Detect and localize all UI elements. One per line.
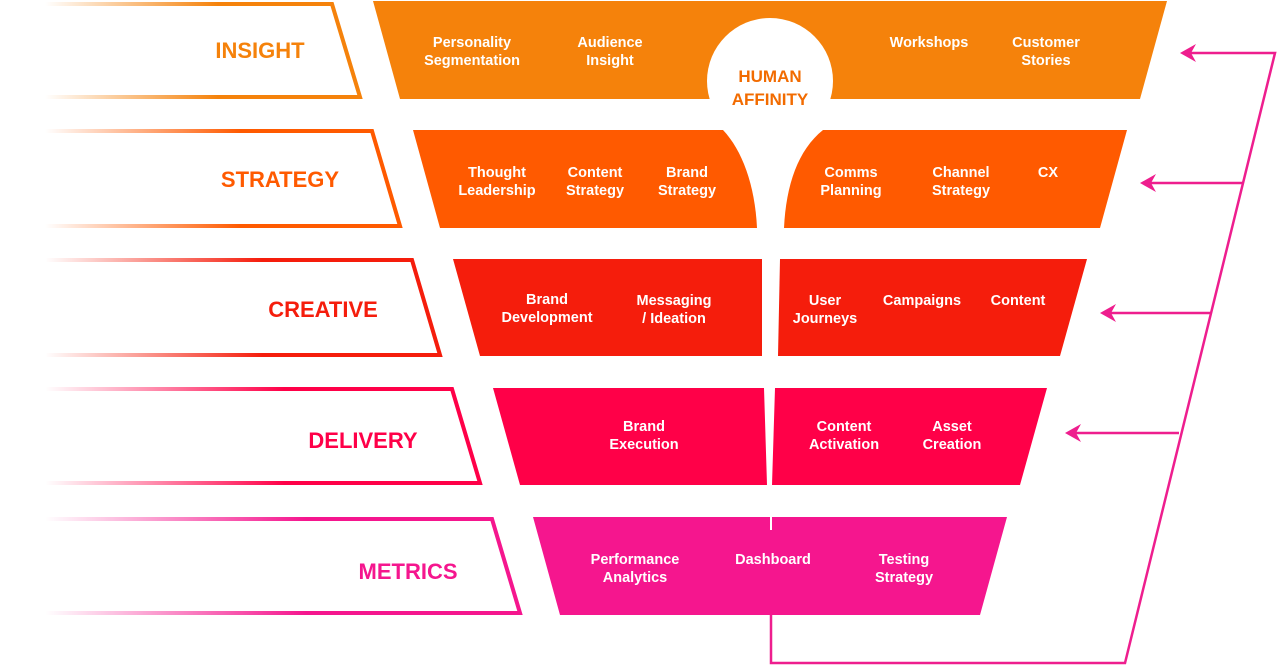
svg-text:Brand: Brand — [526, 292, 568, 308]
creative-item-user-journeys: User Journeys — [793, 293, 857, 327]
insight-item-workshops: Workshops — [890, 35, 969, 51]
human-affinity-line1: HUMAN — [738, 67, 801, 86]
svg-text:Audience: Audience — [577, 35, 642, 51]
svg-text:Performance: Performance — [591, 552, 680, 568]
tier-label-delivery: DELIVERY — [308, 428, 418, 453]
delivery-item-brand-execution: Brand Execution — [609, 419, 678, 453]
svg-text:Content: Content — [991, 293, 1046, 309]
insight-item-personality-segmentation: Personality Segmentation — [424, 35, 520, 69]
svg-text:Planning: Planning — [820, 183, 881, 199]
feedback-loop — [769, 51, 1277, 665]
metrics-item-performance-analytics: Performance Analytics — [591, 552, 680, 586]
svg-text:Activation: Activation — [809, 437, 879, 453]
delivery-item-asset-creation: Asset Creation — [923, 419, 982, 453]
creative-item-campaigns: Campaigns — [883, 293, 961, 309]
feedback-loop-path — [769, 51, 1277, 665]
svg-text:Execution: Execution — [609, 437, 678, 453]
strategy-item-cx: CX — [1038, 165, 1058, 181]
svg-text:Comms: Comms — [824, 165, 877, 181]
band-metrics — [533, 517, 1007, 615]
svg-text:Strategy: Strategy — [875, 570, 933, 586]
svg-text:Development: Development — [501, 310, 592, 326]
svg-text:Journeys: Journeys — [793, 311, 857, 327]
tier-label-metrics: METRICS — [359, 559, 458, 584]
svg-text:CX: CX — [1038, 165, 1058, 181]
tier-tab-creative: CREATIVE — [45, 258, 443, 357]
svg-text:Strategy: Strategy — [658, 183, 716, 199]
tier-tab-strategy: STRATEGY — [45, 129, 403, 228]
svg-text:Strategy: Strategy — [566, 183, 624, 199]
svg-text:Strategy: Strategy — [932, 183, 990, 199]
svg-text:Channel: Channel — [932, 165, 989, 181]
creative-item-content: Content — [991, 293, 1046, 309]
tier-tab-delivery: DELIVERY — [45, 387, 483, 485]
svg-text:Analytics: Analytics — [603, 570, 667, 586]
metrics-item-testing-strategy: Testing Strategy — [875, 552, 933, 586]
metrics-item-dashboard: Dashboard — [735, 552, 811, 568]
arrowhead-creative-icon — [1100, 304, 1116, 322]
tier-label-insight: INSIGHT — [215, 38, 305, 63]
arrowhead-insight-icon — [1180, 44, 1196, 62]
human-affinity-line2: AFFINITY — [732, 90, 809, 109]
svg-text:Leadership: Leadership — [458, 183, 535, 199]
strategy-item-channel-strategy: Channel Strategy — [932, 165, 990, 199]
svg-text:/ Ideation: / Ideation — [642, 311, 706, 327]
tier-tab-metrics: METRICS — [45, 517, 523, 615]
svg-text:Campaigns: Campaigns — [883, 293, 961, 309]
svg-text:Testing: Testing — [879, 552, 929, 568]
svg-text:Brand: Brand — [666, 165, 708, 181]
delivery-item-content-activation: Content Activation — [809, 419, 879, 453]
svg-text:Insight: Insight — [586, 53, 634, 69]
svg-text:Thought: Thought — [468, 165, 526, 181]
svg-text:Workshops: Workshops — [890, 35, 969, 51]
svg-text:Asset: Asset — [932, 419, 972, 435]
strategy-item-comms-planning: Comms Planning — [820, 165, 881, 199]
creative-item-messaging-ideation: Messaging / Ideation — [637, 293, 712, 327]
svg-text:Stories: Stories — [1021, 53, 1070, 69]
tier-tab-insight: INSIGHT — [45, 2, 363, 99]
svg-text:Customer: Customer — [1012, 35, 1080, 51]
svg-text:User: User — [809, 293, 842, 309]
svg-text:Personality: Personality — [433, 35, 511, 51]
svg-text:Content: Content — [568, 165, 623, 181]
svg-text:Dashboard: Dashboard — [735, 552, 811, 568]
insight-item-audience-insight: Audience Insight — [577, 35, 642, 69]
svg-text:Creation: Creation — [923, 437, 982, 453]
svg-text:Brand: Brand — [623, 419, 665, 435]
band-strategy — [413, 130, 1127, 228]
tier-label-creative: CREATIVE — [268, 297, 378, 322]
human-affinity-badge: HUMAN AFFINITY — [707, 18, 833, 144]
insight-item-customer-stories: Customer Stories — [1012, 35, 1080, 69]
svg-text:Messaging: Messaging — [637, 293, 712, 309]
strategy-item-thought-leadership: Thought Leadership — [458, 165, 535, 199]
tier-label-strategy: STRATEGY — [221, 167, 339, 192]
band-creative — [453, 259, 1087, 356]
band-delivery — [493, 388, 1047, 485]
svg-text:Segmentation: Segmentation — [424, 53, 520, 69]
svg-text:Content: Content — [817, 419, 872, 435]
creative-item-brand-development: Brand Development — [501, 292, 592, 326]
arrowhead-delivery-icon — [1065, 424, 1081, 442]
strategy-item-brand-strategy: Brand Strategy — [658, 165, 716, 199]
arrowhead-strategy-icon — [1140, 174, 1156, 192]
strategy-item-content-strategy: Content Strategy — [566, 165, 624, 199]
